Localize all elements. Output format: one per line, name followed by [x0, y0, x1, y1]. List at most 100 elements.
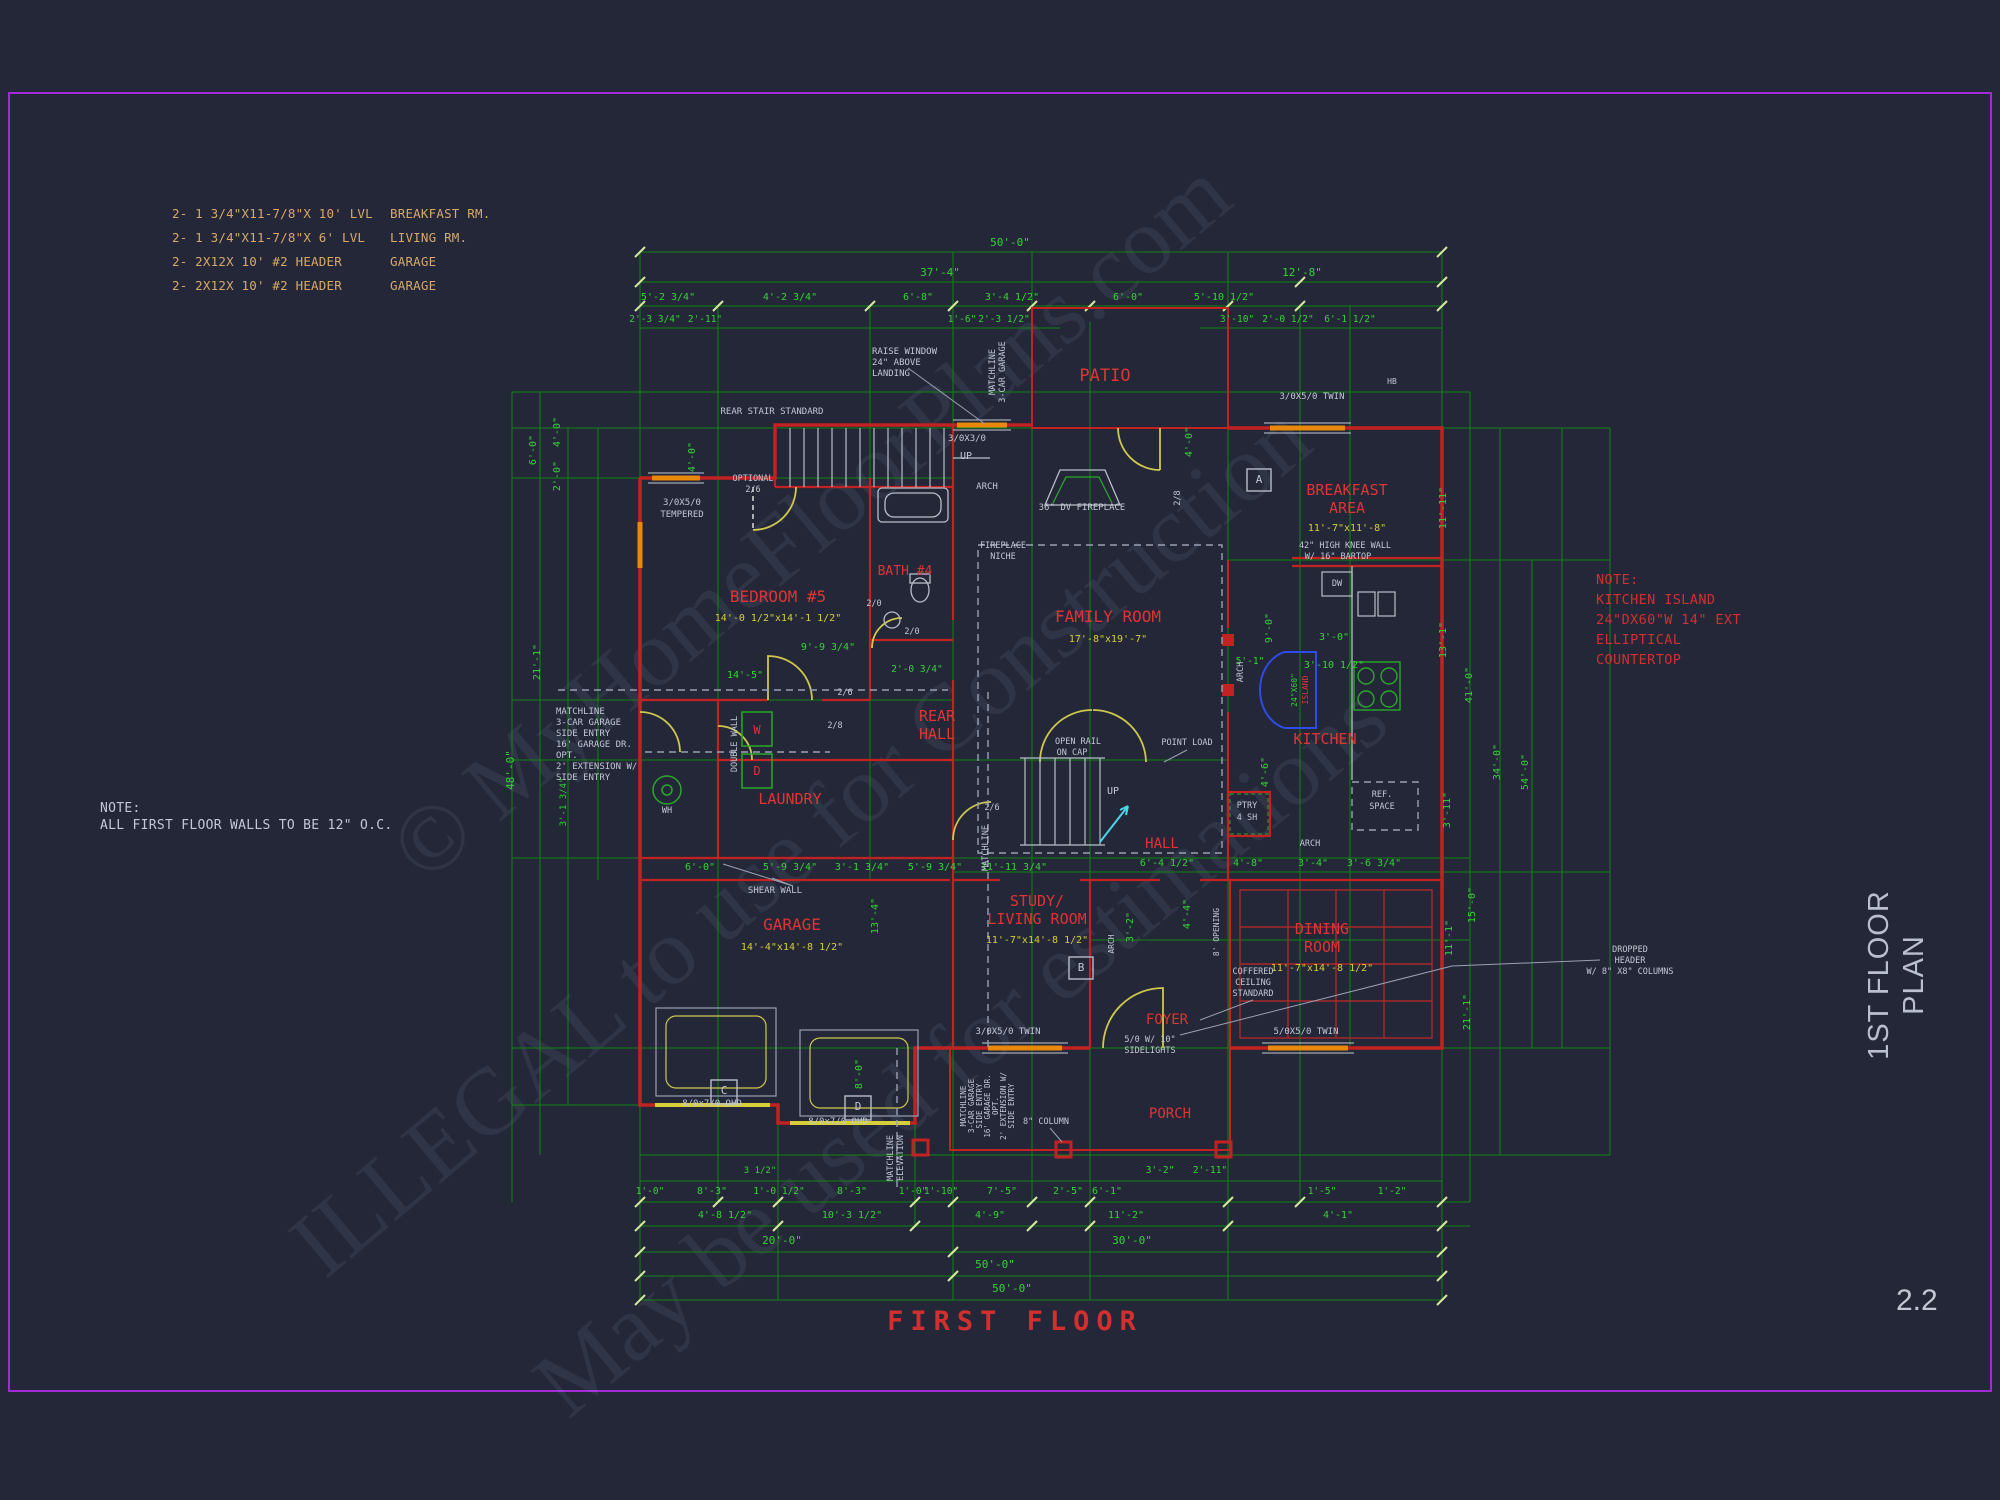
- dim-label: 2'-0 1/2": [1262, 314, 1313, 325]
- dim-label: 8'-0": [854, 1059, 865, 1089]
- section-marker-a: A: [1256, 473, 1263, 486]
- wall-spacing-note-title: NOTE:: [100, 801, 141, 816]
- dim-label: 3'-0": [1319, 632, 1349, 643]
- kitchen-island-note-line: ELLIPTICAL: [1596, 632, 1682, 648]
- dim-label: 1'-5": [1308, 1186, 1337, 1197]
- washer-label: W: [753, 723, 761, 737]
- dim-label: 6'-8": [903, 292, 933, 303]
- opening-label: 8' OPENING: [1212, 908, 1221, 956]
- note-coffered: CEILING: [1235, 978, 1271, 988]
- dim-label: 2'-5": [1053, 1186, 1083, 1197]
- note-dropped-header: HEADER: [1615, 956, 1647, 966]
- window-label: 3/0X5/0 TWIN: [1279, 392, 1344, 402]
- door-label: 2/8: [1173, 490, 1183, 505]
- note-column: 8" COLUMN: [1023, 1117, 1069, 1127]
- note-raise-window: LANDING: [872, 369, 910, 379]
- kitchen-island: [1259, 651, 1317, 729]
- dim-label: 14'-5": [727, 670, 763, 681]
- room-label-garage: GARAGE: [763, 915, 821, 934]
- note-matchline-porch: 16' GARAGE DR.: [983, 1074, 992, 1137]
- dim-label: 5'-2 3/4": [641, 292, 695, 303]
- note-raise-window: 24" ABOVE: [872, 358, 921, 368]
- dim-label: 6'-4 1/2": [1140, 858, 1194, 869]
- note-fireplace: 36" DV FIREPLACE: [1039, 503, 1126, 513]
- kitchen-island-note-line: COUNTERTOP: [1596, 652, 1682, 668]
- section-marker-d: D: [855, 1100, 862, 1113]
- dim-label: 4'-0": [1184, 427, 1195, 457]
- note-matchline-porch: MATCHLINE: [959, 1085, 968, 1126]
- fridge-label: REF.: [1372, 790, 1392, 800]
- dimension-ticks: [634, 246, 1448, 1306]
- note-matchline-porch: OPT.: [991, 1097, 1000, 1115]
- kitchen-island-note-line: KITCHEN ISLAND: [1596, 592, 1716, 608]
- arch-label: ARCH: [1300, 839, 1320, 849]
- room-label-porch: PORCH: [1149, 1106, 1191, 1122]
- dim-label: 4'-8": [1233, 858, 1263, 869]
- note-point-load: POINT LOAD: [1161, 738, 1212, 748]
- dim-label: 1'-2": [1378, 1186, 1407, 1197]
- garage-doors: [655, 1103, 910, 1125]
- note-matchline-porch: SIDE ENTRY: [1007, 1083, 1016, 1129]
- room-label-patio: PATIO: [1079, 366, 1130, 386]
- column-markers: [911, 634, 1234, 1159]
- wall-spacing-note: NOTE: ALL FIRST FLOOR WALLS TO BE 12" O.…: [100, 800, 393, 834]
- header-note-spec: 2- 1 3/4"X11-7/8"X 6' LVL: [172, 230, 366, 245]
- dim-label: 1'-0": [636, 1186, 665, 1197]
- stair-up-label: UP: [1107, 786, 1119, 797]
- dim-label: 3'-2": [1146, 1165, 1175, 1176]
- dim-label: 2'-0": [552, 461, 563, 491]
- dim-label: 6'-0": [1113, 292, 1143, 303]
- door-label: 2/6: [745, 485, 760, 495]
- garage-door-label: 8/0x7/0 OHD: [682, 1099, 742, 1109]
- note-open-rail: ON CAP: [1057, 748, 1088, 758]
- interior-walls: [640, 425, 1442, 1048]
- fireplace: [1044, 469, 1121, 506]
- dim-label: 11'-11 3/4": [981, 862, 1047, 873]
- header-note-location: BREAKFAST RM.: [390, 206, 491, 221]
- dim-label: 21'-1": [1462, 994, 1473, 1030]
- room-label-bath4: BATH #4: [878, 564, 933, 579]
- leader-lines: [722, 367, 1601, 1143]
- dim-label: 12'-8": [1282, 266, 1322, 279]
- room-label-study: STUDY/: [1010, 892, 1064, 910]
- dim-label: 8'-3": [697, 1186, 727, 1197]
- note-matchline-left: OPT.: [556, 751, 578, 761]
- dim-label: 4'-0": [687, 442, 698, 472]
- dim-label: 5'-10 1/2": [1194, 292, 1254, 303]
- note-matchline-left: MATCHLINE: [556, 707, 605, 717]
- dim-label: 3 1/2": [744, 1166, 777, 1176]
- dim-label: 6'-1 1/2": [1324, 314, 1375, 325]
- header-note-location: LIVING RM.: [390, 230, 468, 245]
- dim-label: 50'-0": [992, 1282, 1032, 1295]
- dim-label: 20'-0": [762, 1234, 802, 1247]
- header-note-spec: 2- 2X12X 10' #2 HEADER: [172, 254, 342, 269]
- kitchen-island-note-line: NOTE:: [1596, 572, 1639, 588]
- garage-door-label: 8/0x7/0 OHD: [808, 1117, 868, 1127]
- arch-label: ARCH: [1236, 662, 1246, 682]
- room-label-dining: ROOM: [1304, 938, 1340, 956]
- header-note-spec: 2- 2X12X 10' #2 HEADER: [172, 278, 342, 293]
- header-note-spec: 2- 1 3/4"X11-7/8"X 10' LVL: [172, 206, 373, 221]
- note-knee-wall: 42" HIGH KNEE WALL: [1299, 541, 1391, 551]
- section-markers: [710, 468, 1272, 1121]
- pantry-label: PTRY: [1237, 801, 1257, 811]
- section-marker-c: C: [721, 1084, 728, 1097]
- dim-label: 3'-4 1/2": [985, 292, 1039, 303]
- note-matchline-garage: MATCHLINE: [988, 349, 998, 395]
- dim-label: 3'-11": [1442, 792, 1453, 828]
- door-label: 2/8: [827, 721, 842, 731]
- window-label: 3/0X5/0: [663, 498, 701, 508]
- hose-bib-label: HB: [1387, 377, 1397, 386]
- dim-label: 37'-4": [920, 266, 960, 279]
- dim-label: 48'-0": [504, 750, 517, 790]
- island-label: ISLAND: [1301, 675, 1310, 704]
- dim-label: 2'-11": [1193, 1165, 1227, 1176]
- room-label-kitchen: KITCHEN: [1293, 730, 1356, 748]
- room-dim: 11'-7"x14'-8 1/2": [986, 935, 1088, 946]
- dim-label: 9'-0": [1264, 613, 1275, 643]
- note-dropped-header: DROPPED: [1612, 945, 1648, 955]
- dim-label: 3'-1 3/4": [835, 862, 889, 873]
- water-heater-label: WH: [662, 806, 672, 816]
- room-label-dining: DINING: [1295, 920, 1349, 938]
